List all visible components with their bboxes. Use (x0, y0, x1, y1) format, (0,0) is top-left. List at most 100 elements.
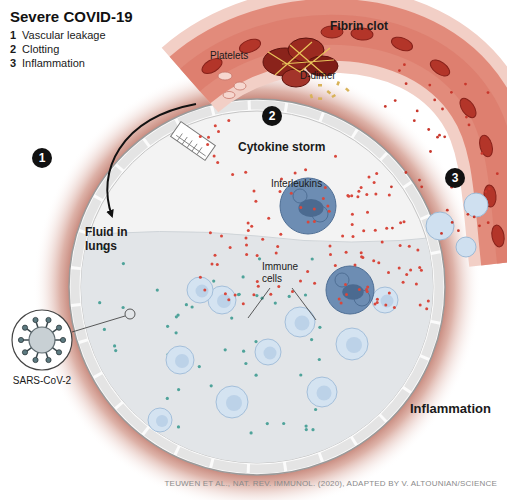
interleukin (366, 290, 369, 293)
spike-tip (22, 350, 27, 355)
node-text: SARS-CoV-2 (2, 375, 82, 387)
part-label: Interleukins (271, 178, 322, 190)
fluid-particle (255, 374, 258, 377)
fluid-particle (224, 348, 227, 351)
interleukin (341, 234, 344, 237)
callout-number: 2 (262, 106, 282, 126)
interleukin (388, 292, 391, 295)
interleukin (207, 136, 210, 139)
interleukin (357, 190, 360, 193)
interleukin (245, 253, 248, 256)
immune-cell (464, 193, 488, 217)
interleukin (279, 190, 282, 193)
interleukin (481, 152, 484, 155)
interleukin (350, 194, 353, 197)
fluid-particle (210, 384, 213, 387)
fluid-particle (258, 257, 261, 260)
interleukin (277, 285, 280, 288)
interleukin (403, 220, 406, 223)
interleukin (276, 245, 279, 248)
figure-title: Severe COVID-19 (10, 8, 133, 25)
fluid-particle (288, 295, 291, 298)
interleukin (345, 251, 348, 254)
immune-cell (456, 237, 476, 257)
interleukin (299, 206, 302, 209)
spike-tip (60, 337, 65, 342)
fluid-particle (274, 302, 277, 305)
interleukin (451, 221, 454, 224)
spike-tip (46, 317, 51, 322)
fluid-particle (212, 280, 215, 283)
platelet (218, 72, 232, 80)
virus-symbol (18, 317, 65, 362)
interleukin (413, 119, 416, 122)
alveolar-immune-cells (148, 178, 398, 432)
interleukin (405, 82, 408, 85)
list-item: Inflammation (22, 57, 85, 70)
interleukin (408, 245, 411, 248)
interleukin (446, 209, 449, 212)
fluid-particle (103, 328, 106, 331)
interleukin (399, 221, 402, 224)
interleukin (346, 194, 349, 197)
fluid-particle (166, 325, 169, 328)
interleukin (213, 155, 216, 158)
cell-nucleus (196, 285, 209, 298)
interleukin (464, 83, 467, 86)
fluid-particle (311, 257, 314, 260)
interleukin (438, 134, 441, 137)
fluid-particle (177, 425, 180, 428)
interleukin (329, 244, 332, 247)
interleukin (275, 252, 278, 255)
interleukin (488, 187, 491, 190)
leader-line (248, 288, 270, 318)
part-label: Immune cells (262, 261, 310, 284)
interleukin (340, 302, 343, 305)
immune-cell (148, 408, 172, 432)
leak-gap (171, 122, 216, 161)
interleukin (313, 208, 316, 211)
interleukin (385, 227, 388, 230)
interleukin (334, 264, 337, 267)
fluid-particle (242, 275, 245, 278)
section-label: Inflammation (410, 402, 491, 417)
interleukin (405, 171, 408, 174)
interleukin (203, 289, 206, 292)
interleukin (216, 263, 219, 266)
fluid-particle (305, 425, 308, 428)
interleukin (252, 293, 255, 296)
list-number: 1 (10, 29, 16, 42)
interleukin (418, 179, 421, 182)
fluid-particle (310, 338, 313, 341)
interleukin (457, 229, 460, 232)
spike-tip (18, 337, 23, 342)
interleukin (388, 194, 391, 197)
red-blood-cell (490, 224, 506, 248)
immune-cell (372, 287, 398, 313)
interleukin (428, 84, 431, 87)
interleukin (247, 229, 250, 232)
fluid-particle (113, 344, 116, 347)
credit-caption: TEUWEN ET AL., NAT. REV. IMMUNOL. (2020)… (165, 479, 497, 488)
spike-tip (46, 357, 51, 362)
list-item: Vascular leakage (22, 29, 106, 42)
fluid-particle (191, 305, 194, 308)
immune-cell (255, 339, 281, 365)
interleukin (381, 240, 384, 243)
interleukin (234, 294, 237, 297)
red-blood-cell (428, 57, 453, 79)
interleukin-particles (199, 63, 499, 310)
interleukin (351, 213, 354, 216)
fluid-particle (318, 358, 321, 361)
fluid-particle (98, 301, 101, 304)
interleukin (245, 244, 248, 247)
fluid-particle (250, 431, 253, 434)
fluid-particle (177, 388, 180, 391)
d-dimer (326, 90, 331, 94)
leakage-arrow (107, 104, 196, 216)
interleukin (347, 195, 350, 198)
interleukin (322, 197, 325, 200)
part-label: Fibrin clot (330, 20, 388, 34)
interleukin (250, 225, 253, 228)
